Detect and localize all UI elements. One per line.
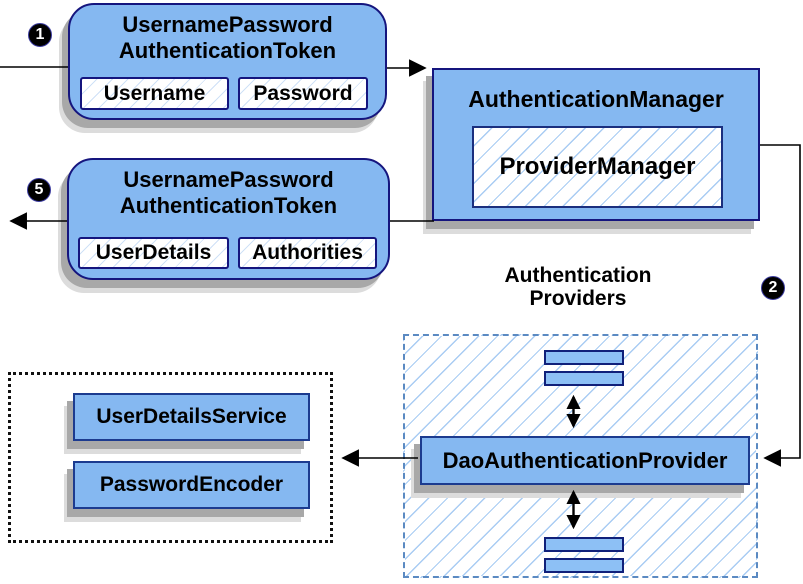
response-token-title-line2: AuthenticationToken (119, 193, 338, 218)
provider-manager-box: ProviderManager (472, 126, 723, 208)
providers-heading-line1: Authentication (504, 264, 652, 287)
manager-to-provider-arrow (760, 144, 801, 467)
authentication-manager-title: AuthenticationManager (468, 86, 724, 112)
provider-placeholder-bar (544, 350, 624, 365)
authentication-providers-group: DaoAuthenticationProvider (403, 334, 758, 578)
response-token-title-line1: UsernamePassword (123, 167, 334, 192)
authorities-field: Authorities (238, 237, 377, 269)
dao-authentication-provider-box: DaoAuthenticationProvider (420, 436, 750, 485)
step-2-badge: 2 (761, 276, 785, 300)
username-field: Username (80, 77, 229, 110)
step-1-badge: 1 (28, 23, 52, 47)
request-token-title-line2: AuthenticationToken (118, 38, 337, 63)
password-field: Password (238, 77, 368, 110)
request-token-title: UsernamePassword AuthenticationToken (70, 5, 385, 64)
request-token-box: UsernamePassword AuthenticationToken Use… (68, 3, 387, 120)
request-token-title-line1: UsernamePassword (122, 12, 333, 37)
provider-placeholder-bar (544, 537, 624, 552)
providers-heading: Authentication Providers (458, 264, 698, 310)
provider-placeholder-bar (544, 558, 624, 573)
authentication-manager-box: AuthenticationManager ProviderManager (432, 68, 760, 221)
user-details-service-box: UserDetailsService (73, 393, 310, 441)
response-token-box: UsernamePassword AuthenticationToken Use… (67, 158, 390, 280)
userdetails-field: UserDetails (78, 237, 229, 269)
password-encoder-box: PasswordEncoder (73, 461, 310, 509)
provider-placeholder-bar (544, 371, 624, 386)
response-token-title: UsernamePassword AuthenticationToken (69, 160, 388, 219)
step-5-badge: 5 (27, 178, 51, 202)
providers-heading-line2: Providers (529, 287, 627, 310)
